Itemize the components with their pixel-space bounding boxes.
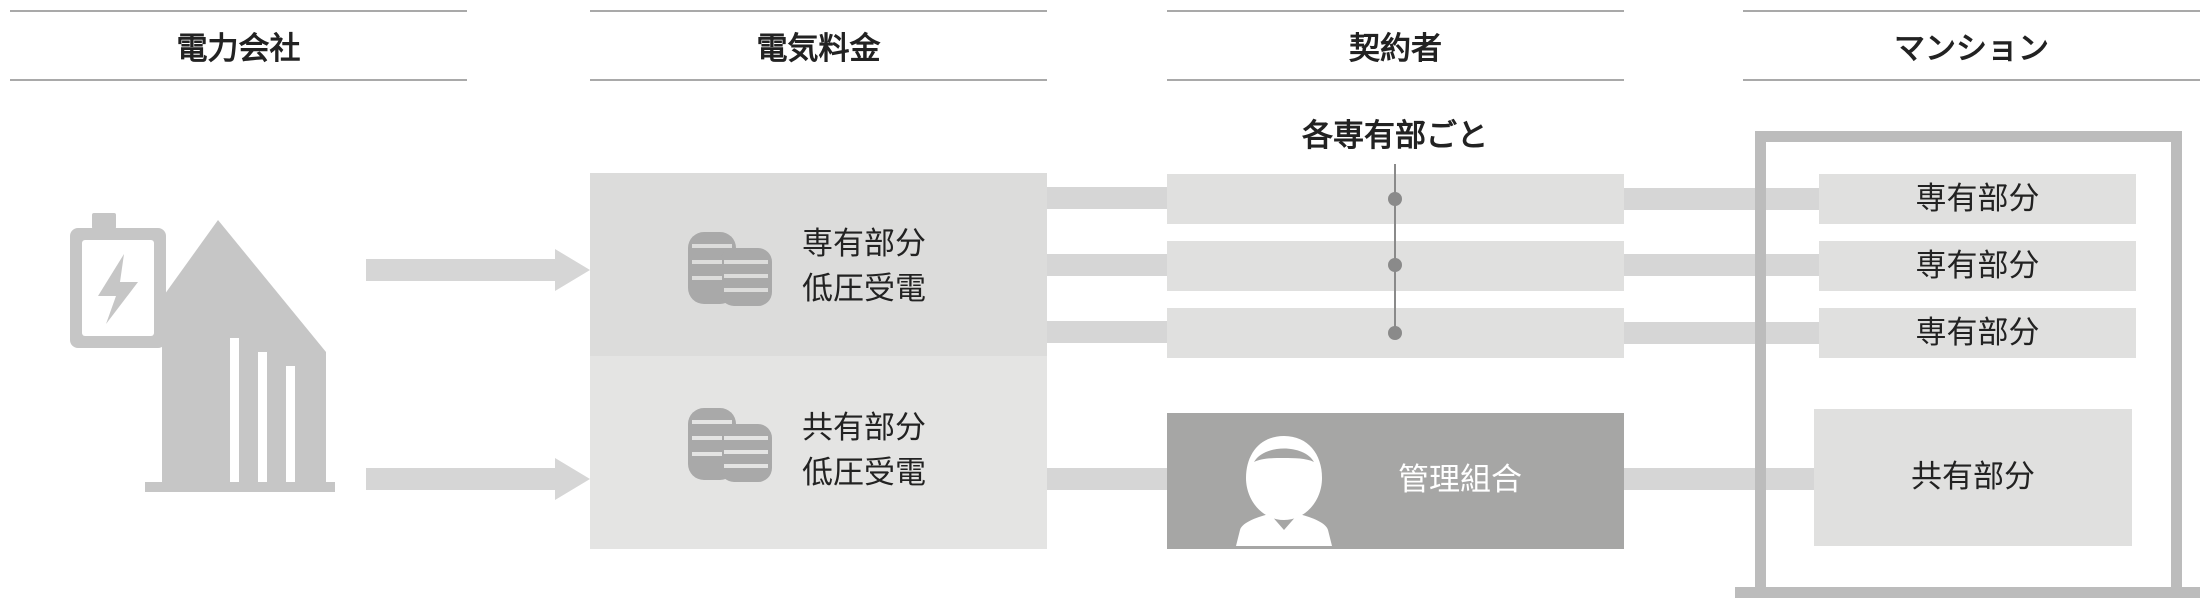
fee-private-line2: 低圧受電 [802, 270, 926, 307]
fee-common-line2: 低圧受電 [802, 454, 926, 491]
fee-common-panel [590, 356, 1047, 549]
unit-box-2 [1819, 241, 2136, 291]
person-icon [1236, 436, 1332, 546]
band-connector [1047, 321, 1167, 343]
fee-private-panel [590, 173, 1047, 356]
unit-box-1 [1819, 174, 2136, 224]
association-label: 管理組合 [1398, 461, 1522, 498]
fee-common-line1: 共有部分 [802, 409, 926, 446]
header-contractor: 契約者 [1167, 10, 1624, 81]
band-connector [1047, 468, 1167, 490]
per-unit-label: 各専有部ごと [1302, 117, 1488, 154]
band-connector [1047, 254, 1167, 276]
header-electricity-fee: 電気料金 [590, 10, 1047, 81]
coin-stack-icon [688, 408, 772, 482]
unit-box-3 [1819, 308, 2136, 358]
header-power-company: 電力会社 [10, 10, 467, 81]
common-box [1814, 409, 2132, 546]
band-connector [1047, 187, 1167, 209]
unit-label-3: 専有部分 [1915, 314, 2040, 351]
mansion-frame [1735, 131, 2200, 598]
arrow-power-to-fee-common [366, 458, 590, 500]
unit-label-1: 専有部分 [1915, 180, 2040, 217]
fee-private-text: 専有部分 低圧受電 [802, 214, 926, 319]
arrow-power-to-fee-private [366, 249, 590, 291]
fee-common-text: 共有部分 低圧受電 [802, 398, 926, 503]
fee-private-line1: 専有部分 [802, 225, 926, 262]
coin-stack-icon [688, 232, 772, 306]
unit-label-2: 専有部分 [1915, 247, 2040, 284]
common-label: 共有部分 [1911, 459, 2035, 496]
per-unit-connector [1388, 164, 1402, 340]
battery-building-icon [70, 213, 335, 492]
header-mansion: マンション [1743, 10, 2200, 81]
